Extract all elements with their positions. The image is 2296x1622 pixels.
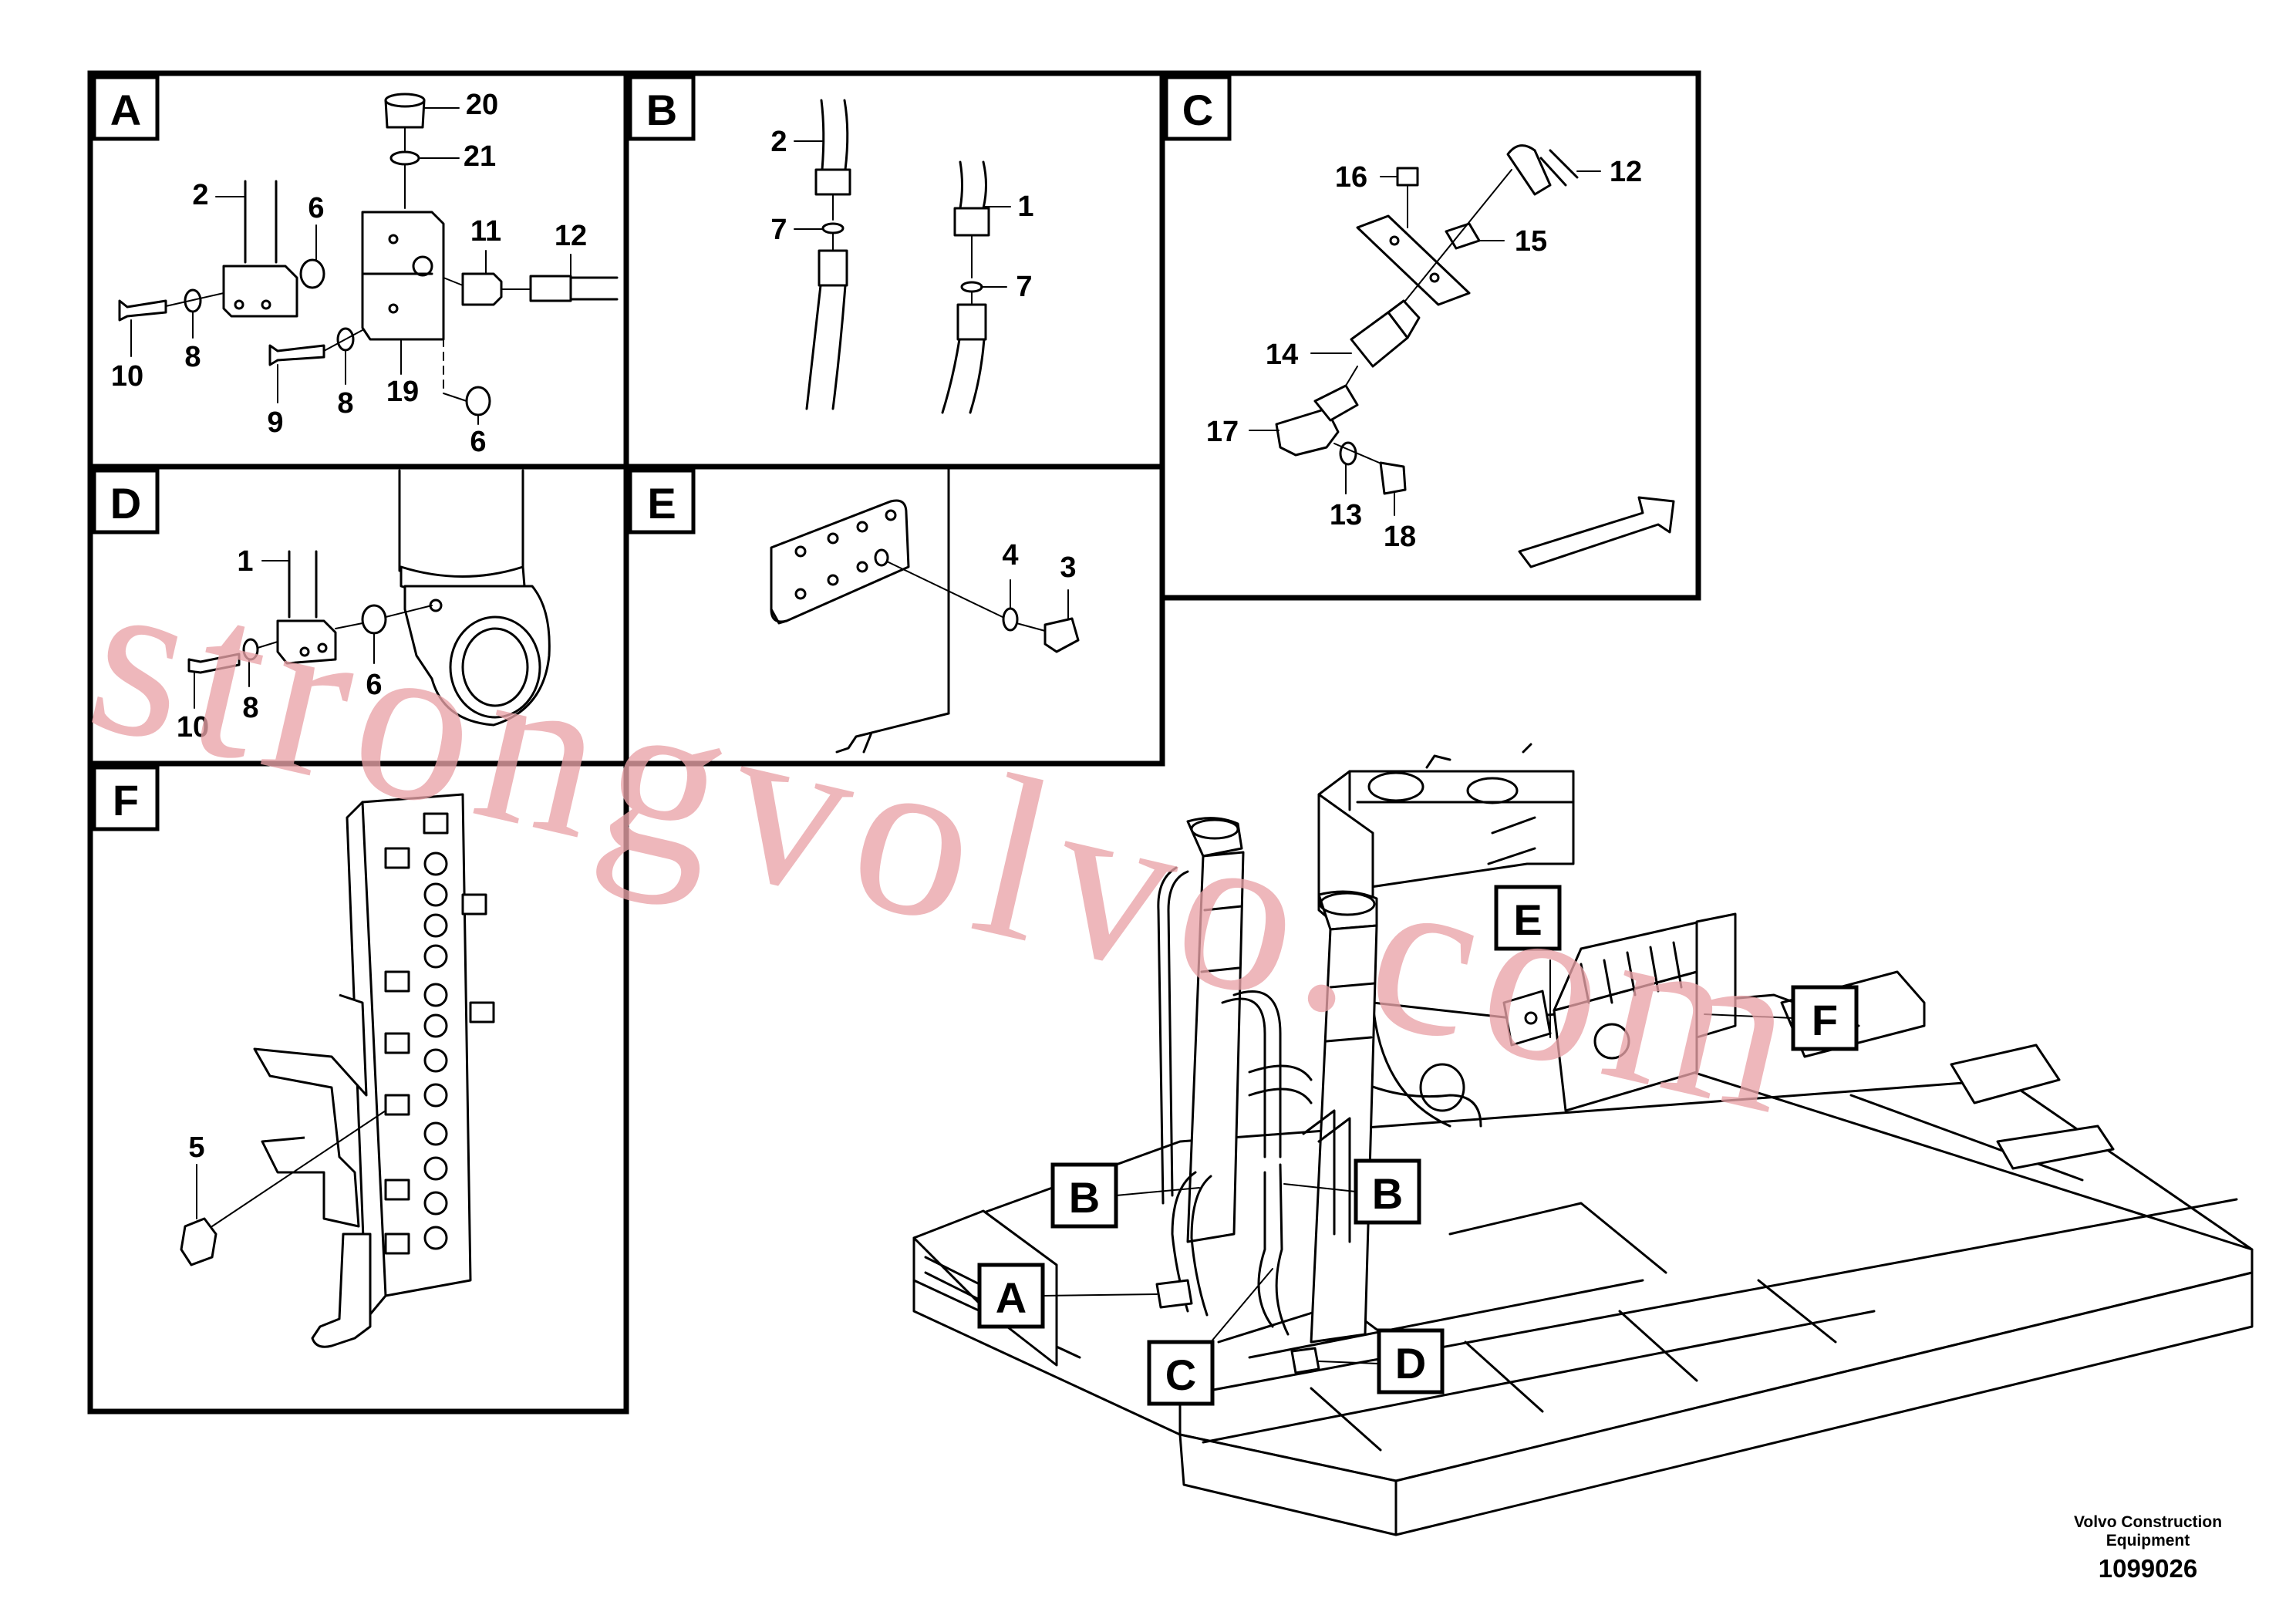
callout-c: C	[1165, 1351, 1196, 1399]
panel-b-drawing	[794, 99, 1011, 414]
brand-line-2: Equipment	[2106, 1532, 2190, 1549]
part-label: 10	[111, 360, 143, 393]
overview-machine	[912, 743, 2254, 1536]
part-label: 12	[555, 220, 587, 252]
panel-f-letter-box	[92, 765, 160, 831]
panel-c-letter-box	[1164, 75, 1232, 141]
part-label: 16	[1335, 161, 1367, 194]
part-label: 6	[308, 192, 324, 224]
panel-e-frame	[623, 464, 1165, 767]
panel-a: A	[87, 70, 629, 470]
callout-e: E	[1513, 895, 1542, 944]
part-label: 4	[1002, 539, 1018, 572]
panel-a-drawing	[118, 93, 619, 425]
brand-footer: Volvo Construction Equipment 1099026	[2074, 1513, 2222, 1583]
panel-a-frame	[87, 70, 629, 470]
callout-f-box	[1791, 985, 1859, 1051]
part-label: 8	[242, 692, 258, 724]
part-label: 21	[464, 140, 496, 173]
part-label: 1	[237, 545, 253, 578]
part-label: 14	[1266, 339, 1298, 371]
part-label: 5	[188, 1131, 204, 1164]
part-label: 2	[192, 179, 208, 211]
panel-e-letter-box	[628, 468, 696, 534]
part-label: 12	[1610, 156, 1642, 188]
part-label: 10	[177, 711, 209, 744]
panel-b: B 2 7 1 7	[623, 70, 1165, 470]
panel-d: D 1 8 10 6	[87, 464, 629, 767]
brand-line-1: Volvo Construction	[2074, 1513, 2222, 1531]
panel-e: E 4 3	[623, 464, 1165, 767]
part-label: 20	[466, 89, 498, 121]
panel-c-drawing	[1249, 144, 1675, 568]
panel-f-letter: F	[113, 776, 139, 824]
panel-d-letter-box	[92, 468, 160, 534]
part-label: 3	[1060, 551, 1076, 584]
part-label: 8	[337, 387, 353, 420]
callout-b-right-box	[1354, 1158, 1421, 1225]
part-label: 19	[386, 376, 419, 408]
panel-b-letter-box	[628, 75, 696, 141]
part-label: 9	[267, 406, 283, 439]
callout-b-right: B	[1372, 1169, 1403, 1218]
overview-callouts: E F B B A C D	[977, 885, 1859, 1406]
panel-d-frame	[87, 464, 629, 767]
callout-a: A	[996, 1273, 1027, 1322]
part-label: 15	[1515, 225, 1547, 258]
panel-c-letter: C	[1182, 86, 1213, 134]
callout-e-box	[1494, 885, 1562, 951]
callout-f: F	[1812, 996, 1838, 1044]
callout-b-left-box	[1050, 1162, 1118, 1229]
part-label: 6	[470, 426, 486, 458]
panel-b-frame	[623, 70, 1165, 470]
part-number: 1099026	[2099, 1554, 2197, 1583]
panel-e-drawing	[770, 465, 1080, 754]
panel-b-letter: B	[646, 86, 677, 134]
part-label: 6	[366, 669, 382, 701]
part-label: 7	[1016, 271, 1032, 303]
callout-d-box	[1377, 1328, 1445, 1394]
part-label: 8	[184, 341, 201, 373]
panel-e-letter: E	[647, 479, 676, 528]
part-label: 2	[770, 126, 787, 158]
panel-a-letter-box	[92, 75, 160, 141]
part-label: 1	[1017, 191, 1033, 223]
callout-a-box	[977, 1263, 1045, 1329]
part-label: 13	[1330, 499, 1362, 531]
panel-c: C	[1159, 70, 1701, 601]
panel-c-frame	[1159, 70, 1701, 601]
callout-c-box	[1147, 1340, 1215, 1406]
part-label: 17	[1206, 416, 1239, 448]
panel-f-drawing	[180, 793, 495, 1348]
panel-f: F 5	[87, 760, 629, 1415]
part-label: 18	[1384, 521, 1416, 553]
panel-d-drawing	[187, 469, 551, 727]
callout-b-left: B	[1069, 1173, 1100, 1222]
panel-d-letter: D	[110, 479, 141, 528]
part-label: 7	[770, 214, 787, 246]
part-label: 11	[470, 215, 501, 248]
callout-d: D	[1395, 1339, 1426, 1388]
panel-a-letter: A	[110, 86, 141, 134]
